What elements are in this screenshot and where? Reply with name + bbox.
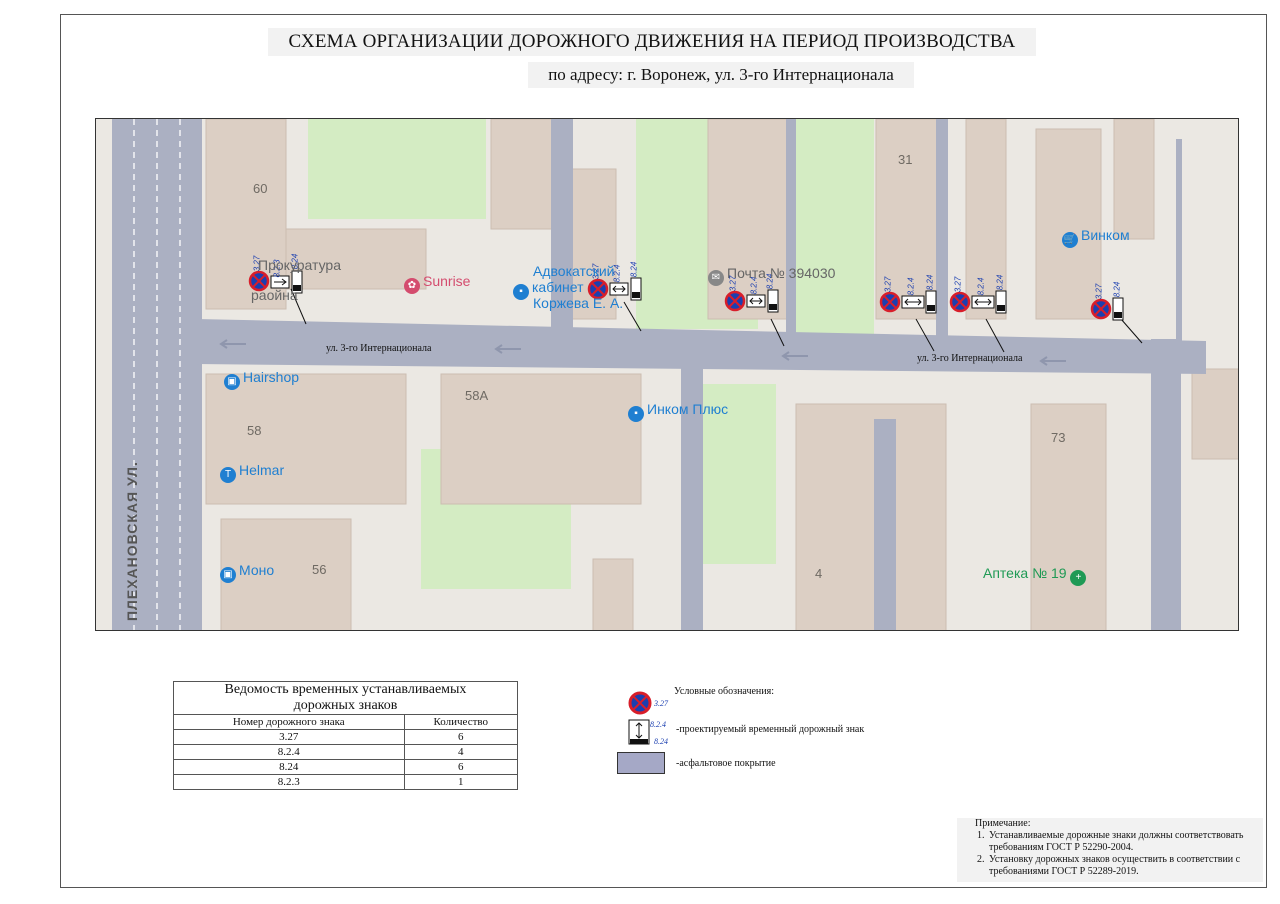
map-canvas (96, 119, 1238, 630)
scheme-map[interactable]: 3.27 8.24 3.27 8.2.4 8.24 3.27 8.2.4 8.2… (95, 118, 1239, 631)
table-cell: 1 (403, 774, 518, 790)
table-row: 8.2.4 4 (173, 744, 518, 760)
briefcase-icon: ▪ (513, 284, 529, 300)
poi-advokat-line3: Коржева Е. А. (533, 295, 624, 311)
table-row: 8.2.3 1 (173, 774, 518, 790)
table-row: 3.27 6 (173, 729, 518, 745)
table-row: 8.24 6 (173, 759, 518, 775)
temp-sign-group (587, 277, 642, 301)
poi-apteka[interactable]: Аптека № 19 + (983, 565, 1089, 586)
sign-code-824: 8.24 (995, 274, 1005, 291)
sign-code-327: 3.27 (1094, 283, 1104, 300)
poi-pochta-label: Почта № 394030 (727, 265, 836, 281)
poi-helmar-label: Helmar (239, 462, 285, 478)
poi-sunrise[interactable]: ✿Sunrise (404, 273, 470, 294)
table-caption: Ведомость временных устанавливаемых доро… (173, 681, 518, 715)
temp-sign-group (949, 290, 1007, 314)
house-number: 60 (253, 181, 268, 196)
house-number: 73 (1051, 430, 1066, 445)
legend-code: 3.27 (654, 699, 668, 708)
house-number: 56 (312, 562, 327, 577)
shirt-icon: T (220, 467, 236, 483)
park-area (796, 119, 874, 339)
poi-mono-label: Моно (239, 562, 275, 578)
shop-bag-icon: ▣ (224, 374, 240, 390)
signs-table: Ведомость временных устанавливаемых доро… (173, 681, 518, 790)
poi-hairshop-label: Hairshop (243, 369, 300, 385)
note-item: Устанавливаемые дорожные знаки должны со… (987, 830, 1259, 854)
poi-prokuratura[interactable]: Прокуратура (258, 257, 342, 273)
legend-title: Условные обозначения: (674, 686, 775, 697)
note-item: Установку дорожных знаков осуществить в … (987, 854, 1259, 878)
poi-sunrise-label: Sunrise (423, 273, 471, 289)
poi-prokuratura-line2: раойна (251, 287, 298, 303)
briefcase-icon: ▪ (628, 406, 644, 422)
table-header: Номер дорожного знака (173, 714, 405, 730)
poi-apteka-label: Аптека № 19 (983, 565, 1067, 581)
poi-vinkom[interactable]: 🛒Винком (1062, 227, 1130, 248)
poi-advokat-line2: ▪кабинет (513, 279, 584, 300)
notes-block: Примечание: Устанавливаемые дорожные зна… (957, 818, 1263, 882)
poi-advokat[interactable]: Адвокатский (533, 263, 615, 279)
sign-code-824: 8.24 (925, 274, 935, 291)
poi-pochta[interactable]: ✉Почта № 394030 (708, 265, 835, 286)
table-cell: 4 (403, 744, 518, 760)
legend-asphalt-swatch (617, 752, 665, 774)
drawing-frame (60, 14, 1267, 888)
table-header: Количество (403, 714, 518, 730)
legend-sign-icon (628, 691, 652, 745)
temp-sign-group (1090, 297, 1124, 321)
table-cell: 3.27 (173, 729, 405, 745)
sign-code-8241: 8.2.4 (976, 277, 986, 296)
temp-sign-group (724, 289, 779, 313)
legend-code: 8.24 (654, 737, 668, 746)
sign-code-8241: 8.2.4 (906, 277, 916, 296)
house-number: 58А (465, 388, 489, 403)
table-caption-line2: дорожных знаков (293, 698, 398, 713)
sign-code-327: 3.27 (883, 276, 893, 293)
temp-sign-group (879, 290, 937, 314)
table-cell: 8.24 (173, 759, 405, 775)
street-label: ул. 3-го Интернационала (917, 353, 1023, 364)
poi-vinkom-label: Винком (1081, 227, 1130, 243)
pharmacy-cross-icon: + (1070, 570, 1087, 586)
table-cell: 8.2.4 (173, 744, 405, 760)
house-number: 58 (247, 423, 262, 438)
page-subtitle: по адресу: г. Воронеж, ул. 3-го Интернац… (528, 62, 914, 88)
buildings (205, 119, 1238, 630)
sign-code-327: 3.27 (953, 276, 963, 293)
legend-asphalt-label: -асфальтовое покрытие (676, 758, 776, 769)
sign-code-824: 8.24 (629, 261, 639, 278)
shop-icon: ✿ (404, 278, 420, 294)
table-caption-line1: Ведомость временных устанавливаемых (224, 682, 467, 697)
table-cell: 8.2.3 (173, 774, 405, 790)
street-label-vertical: ПЛЕХАНОВСКАЯ УЛ. (124, 461, 140, 621)
legend-code: 8.2.4 (650, 720, 666, 729)
poi-inkom-label: Инком Плюс (647, 401, 729, 417)
page-title: СХЕМА ОРГАНИЗАЦИИ ДОРОЖНОГО ДВИЖЕНИЯ НА … (268, 28, 1036, 80)
notes-title: Примечание: (975, 818, 1031, 829)
table-cell: 6 (403, 759, 518, 775)
poi-inkom[interactable]: ▪Инком Плюс (628, 401, 728, 422)
sign-code-824: 8.24 (1112, 281, 1122, 298)
table-cell: 6 (403, 729, 518, 745)
park-area (696, 384, 776, 564)
park-area (308, 119, 486, 219)
legend-sign-label: -проектируемый временный дорожный знак (676, 724, 865, 735)
temp-sign-group (248, 270, 303, 294)
house-number: 31 (898, 152, 913, 167)
street-label: ул. 3-го Интернационала (326, 343, 432, 354)
poi-mono[interactable]: ▣Моно (220, 562, 274, 583)
cart-icon: 🛒 (1062, 232, 1078, 248)
mail-icon: ✉ (708, 270, 724, 286)
poi-hairshop[interactable]: ▣Hairshop (224, 369, 299, 390)
house-number: 4 (815, 566, 823, 581)
shop-bag-icon: ▣ (220, 567, 236, 583)
poi-advokat-label: кабинет (532, 279, 584, 295)
